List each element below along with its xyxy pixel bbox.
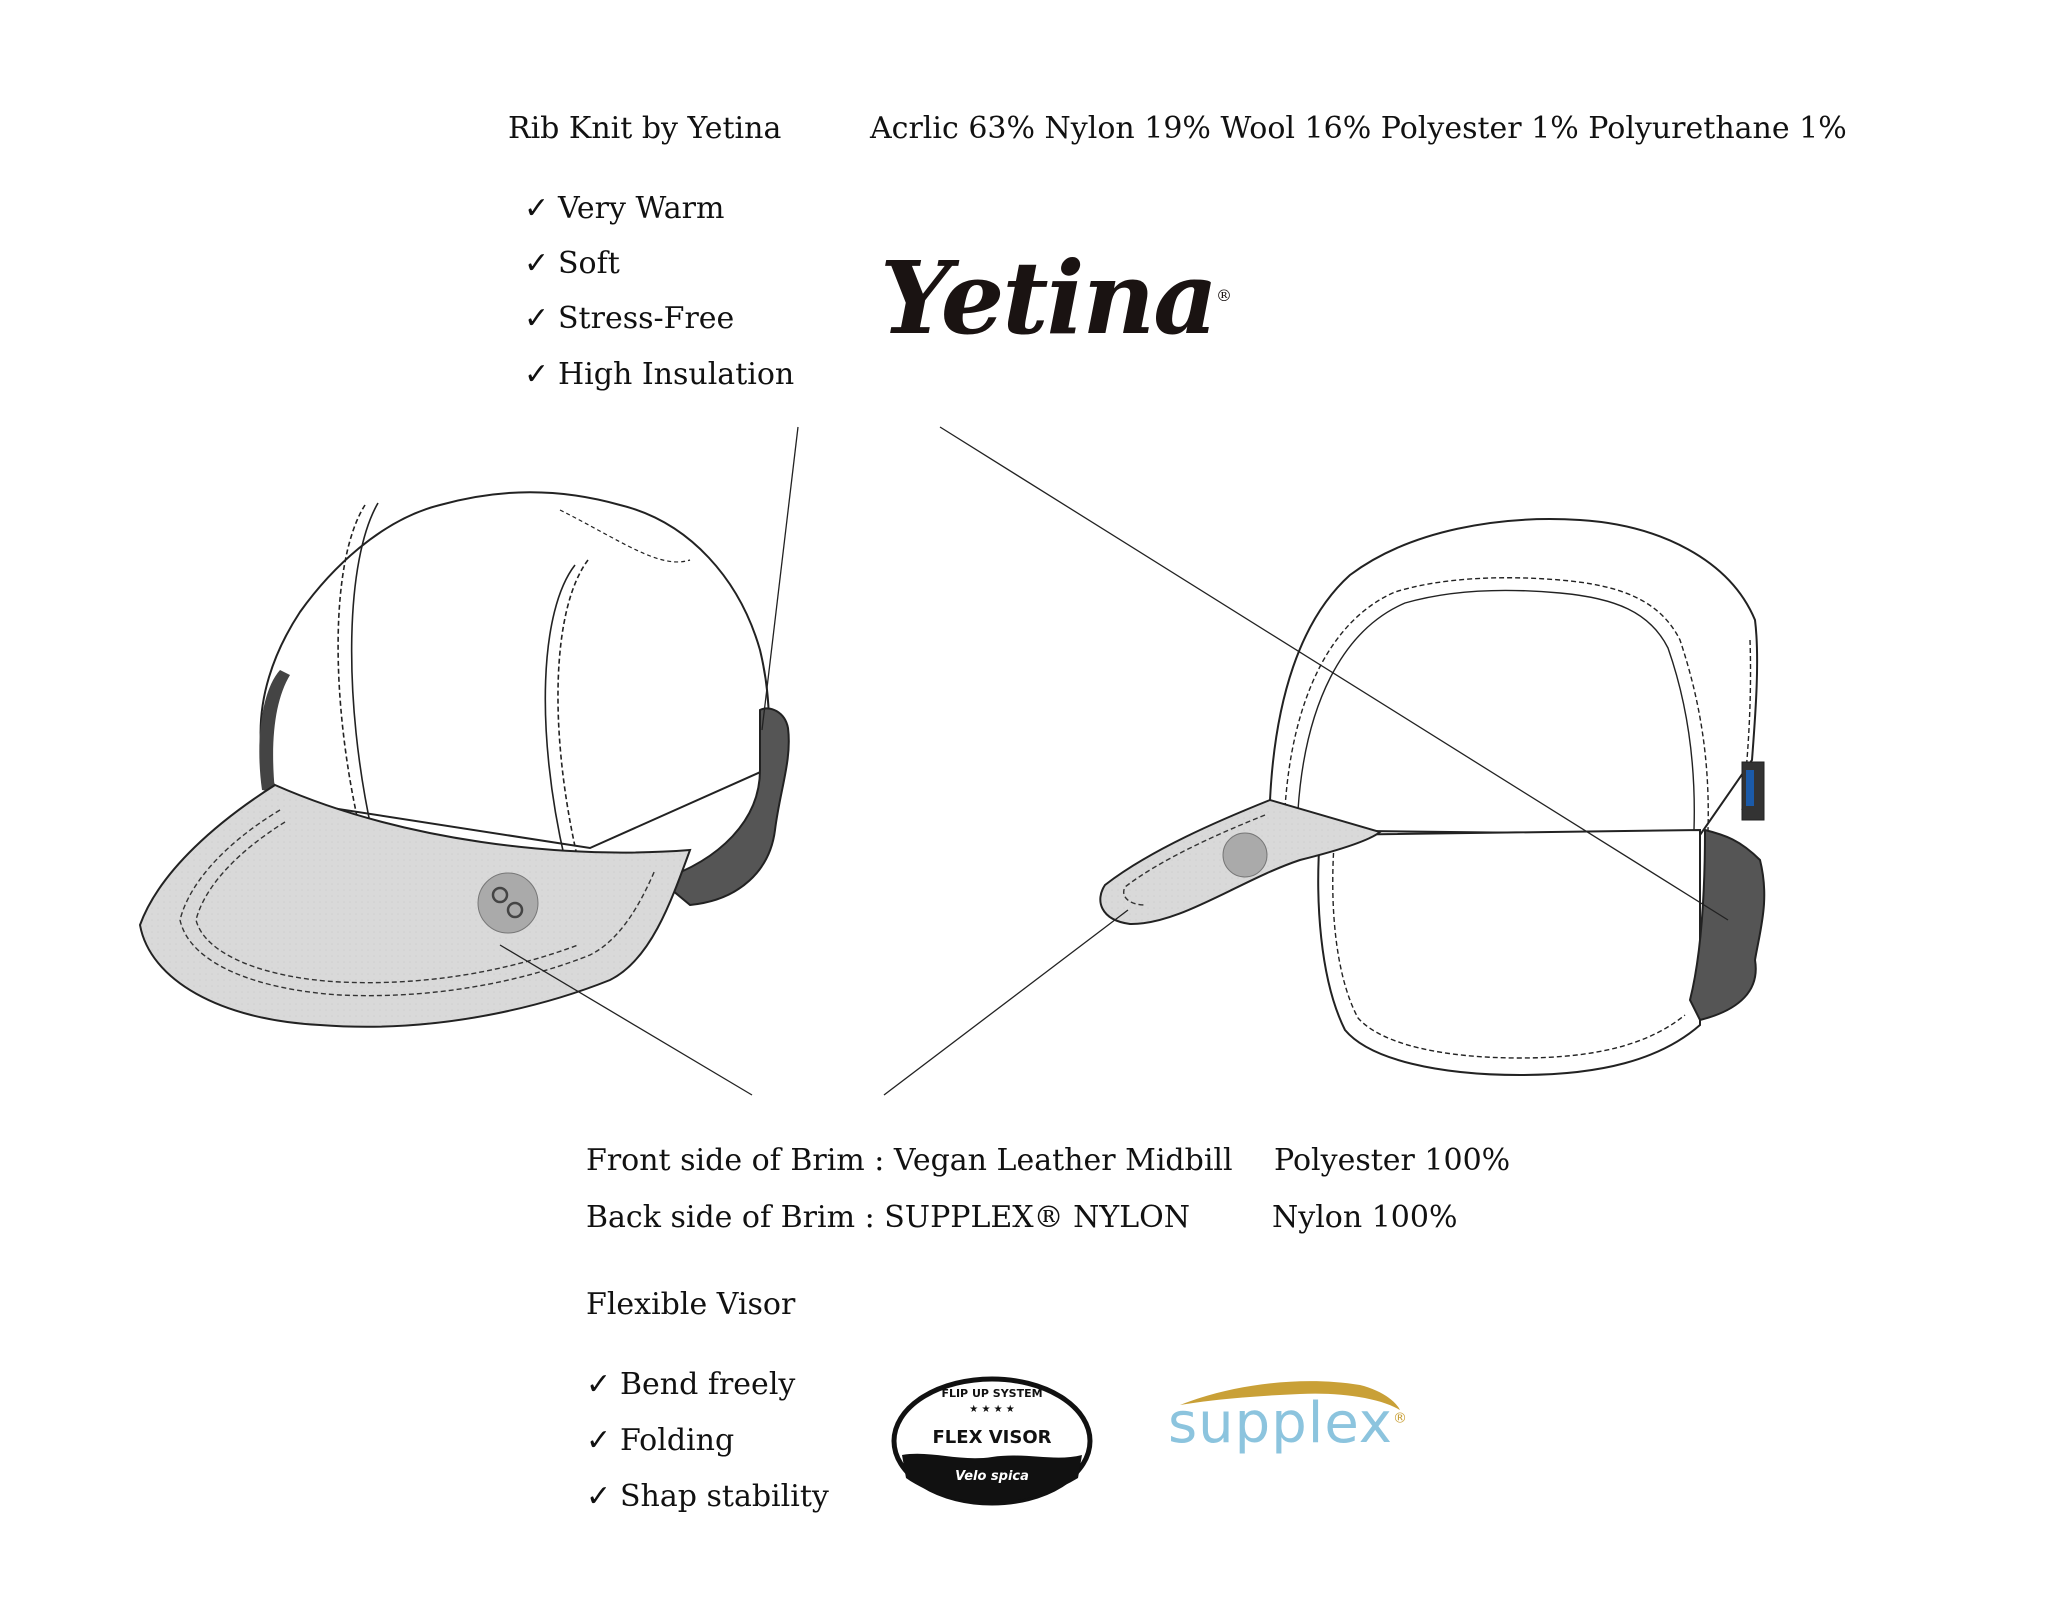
checkmark-icon: ✓ xyxy=(586,1423,612,1458)
feature-label: Shap stability xyxy=(620,1479,829,1514)
brim-front-material: Polyester 100% xyxy=(1274,1143,1511,1178)
stars-icon: ★ ★ ★ ★ xyxy=(969,1404,1014,1415)
right-cap-flap xyxy=(1317,828,1701,1077)
checkmark-icon: ✓ xyxy=(524,301,550,336)
feature-label: Very Warm xyxy=(558,191,725,226)
feature-label: Bend freely xyxy=(620,1367,796,1402)
flex-visor-main-text: FLEX VISOR xyxy=(933,1427,1052,1448)
visor-feature-stability: ✓ Shap stability xyxy=(586,1482,829,1512)
feature-label: Stress-Free xyxy=(558,301,735,336)
feature-stress-free: ✓ Stress-Free xyxy=(524,304,734,334)
cap-side-view xyxy=(1099,518,1766,1077)
leader-lines xyxy=(499,426,1729,1096)
brim-front-label: Front side of Brim : Vegan Leather Midbi… xyxy=(586,1143,1233,1178)
right-brim-badge xyxy=(1222,832,1268,878)
left-cap-brim xyxy=(138,783,692,1028)
flex-visor-top-text: FLIP UP SYSTEM xyxy=(941,1387,1042,1400)
flex-visor-bottom-text: Velo spica xyxy=(955,1469,1029,1484)
cap-front-view xyxy=(138,491,790,1028)
feature-label: Soft xyxy=(558,246,620,281)
right-cap-back-strap xyxy=(1688,828,1766,1022)
feature-label: Folding xyxy=(620,1423,735,1458)
checkmark-icon: ✓ xyxy=(586,1367,612,1402)
feature-soft: ✓ Soft xyxy=(524,249,620,279)
visor-feature-folding: ✓ Folding xyxy=(586,1426,734,1456)
visor-title: Flexible Visor xyxy=(586,1287,796,1322)
left-cap-ear-flap xyxy=(657,707,790,907)
feature-high-insulation: ✓ High Insulation xyxy=(524,360,794,390)
brim-back-material: Nylon 100% xyxy=(1272,1200,1458,1235)
feature-label: High Insulation xyxy=(558,357,795,392)
checkmark-icon: ✓ xyxy=(524,246,550,281)
fabric-composition: Acrlic 63% Nylon 19% Wool 16% Polyester … xyxy=(870,111,1847,146)
brim-back-label: Back side of Brim : SUPPLEX® NYLON xyxy=(586,1200,1190,1235)
visor-feature-bend: ✓ Bend freely xyxy=(586,1370,795,1400)
supplex-swoosh xyxy=(1180,1381,1400,1410)
checkmark-icon: ✓ xyxy=(524,191,550,226)
checkmark-icon: ✓ xyxy=(586,1479,612,1514)
flex-visor-badge: FLIP UP SYSTEM ★ ★ ★ ★ FLEX VISOR Velo s… xyxy=(891,1376,1093,1506)
supplex-logo: supplex® xyxy=(1168,1391,1408,1456)
feature-very-warm: ✓ Very Warm xyxy=(524,194,724,224)
left-cap-side-band xyxy=(259,670,290,792)
left-brim-badge xyxy=(477,872,539,934)
checkmark-icon: ✓ xyxy=(524,357,550,392)
fabric-title: Rib Knit by Yetina xyxy=(508,111,782,146)
left-cap-crown xyxy=(259,491,770,850)
right-cap-crown xyxy=(1268,518,1759,837)
yetina-logo: Yetina® xyxy=(880,239,1232,357)
